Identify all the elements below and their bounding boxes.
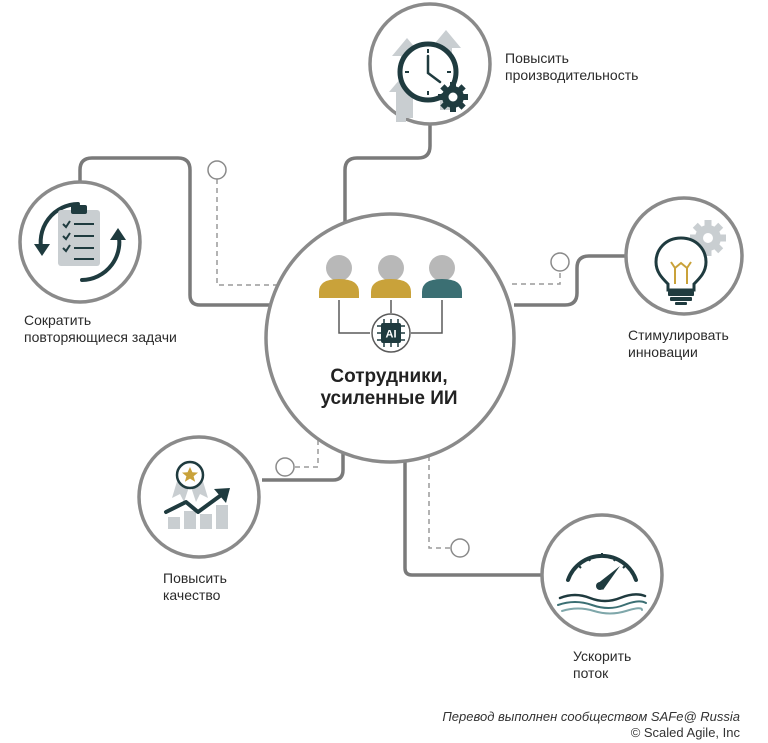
label-flow: Ускорить поток xyxy=(573,648,631,682)
label-productivity-line1: Повысить xyxy=(505,50,569,66)
node-tasks xyxy=(18,180,142,304)
ai-chip-icon: AI xyxy=(371,313,411,353)
connector-quality xyxy=(262,432,345,482)
label-tasks-line1: Сократить xyxy=(24,312,92,328)
leader-dot-left-bottom xyxy=(275,457,295,477)
connector-tasks xyxy=(78,156,282,307)
label-quality: Повысить качество xyxy=(163,570,227,604)
label-productivity-line2: производительность xyxy=(505,67,639,83)
label-flow-line1: Ускорить xyxy=(573,648,632,664)
label-tasks: Сократить повторяющиеся задачи xyxy=(24,312,177,346)
footer-copyright: © Scaled Agile, Inc xyxy=(630,725,740,740)
connector-productivity xyxy=(343,124,432,232)
people-icon xyxy=(319,255,462,298)
label-innovation: Стимулировать инновации xyxy=(628,327,729,361)
footer-translation: Перевод выполнен сообществом SAFe@ Russi… xyxy=(442,709,740,724)
gear-icon xyxy=(438,82,468,112)
center-title: Сотрудники, усиленные ИИ xyxy=(284,366,494,410)
label-quality-line2: качество xyxy=(163,587,221,603)
node-innovation xyxy=(624,196,744,316)
label-productivity: Повысить производительность xyxy=(505,50,638,84)
leader-dot-top xyxy=(207,160,227,180)
center-node: AI xyxy=(264,212,516,464)
label-tasks-line2: повторяющиеся задачи xyxy=(24,329,177,345)
leader-dot-bottom xyxy=(450,538,470,558)
label-innovation-line2: инновации xyxy=(628,344,698,360)
label-quality-line1: Повысить xyxy=(163,570,227,586)
node-quality xyxy=(137,435,261,559)
label-innovation-line1: Стимулировать xyxy=(628,327,729,343)
label-flow-line2: поток xyxy=(573,665,609,681)
ai-chip-label: AI xyxy=(386,329,397,341)
gear-light-icon xyxy=(690,220,726,256)
cycle-arrows-icon xyxy=(38,202,122,282)
speedometer-icon xyxy=(566,553,638,590)
bars-icon xyxy=(168,505,228,529)
clock-icon xyxy=(397,41,459,103)
star-badge-icon xyxy=(175,460,205,490)
leader-dot-right xyxy=(550,252,570,272)
waves-icon xyxy=(557,593,647,615)
connector-lines xyxy=(78,124,626,577)
node-productivity xyxy=(368,2,492,126)
center-title-line1: Сотрудники, xyxy=(330,366,448,387)
chip-links xyxy=(338,300,443,334)
clipboard-icon xyxy=(58,205,100,266)
leader-dots xyxy=(207,160,570,558)
connector-innovation xyxy=(514,254,626,307)
dashed-leaders xyxy=(216,179,561,549)
center-title-line2: усиленные ИИ xyxy=(320,388,458,409)
node-flow xyxy=(540,513,664,637)
trend-arrow-icon xyxy=(164,488,230,514)
lightbulb-icon xyxy=(654,236,708,305)
connector-flow xyxy=(403,440,542,577)
